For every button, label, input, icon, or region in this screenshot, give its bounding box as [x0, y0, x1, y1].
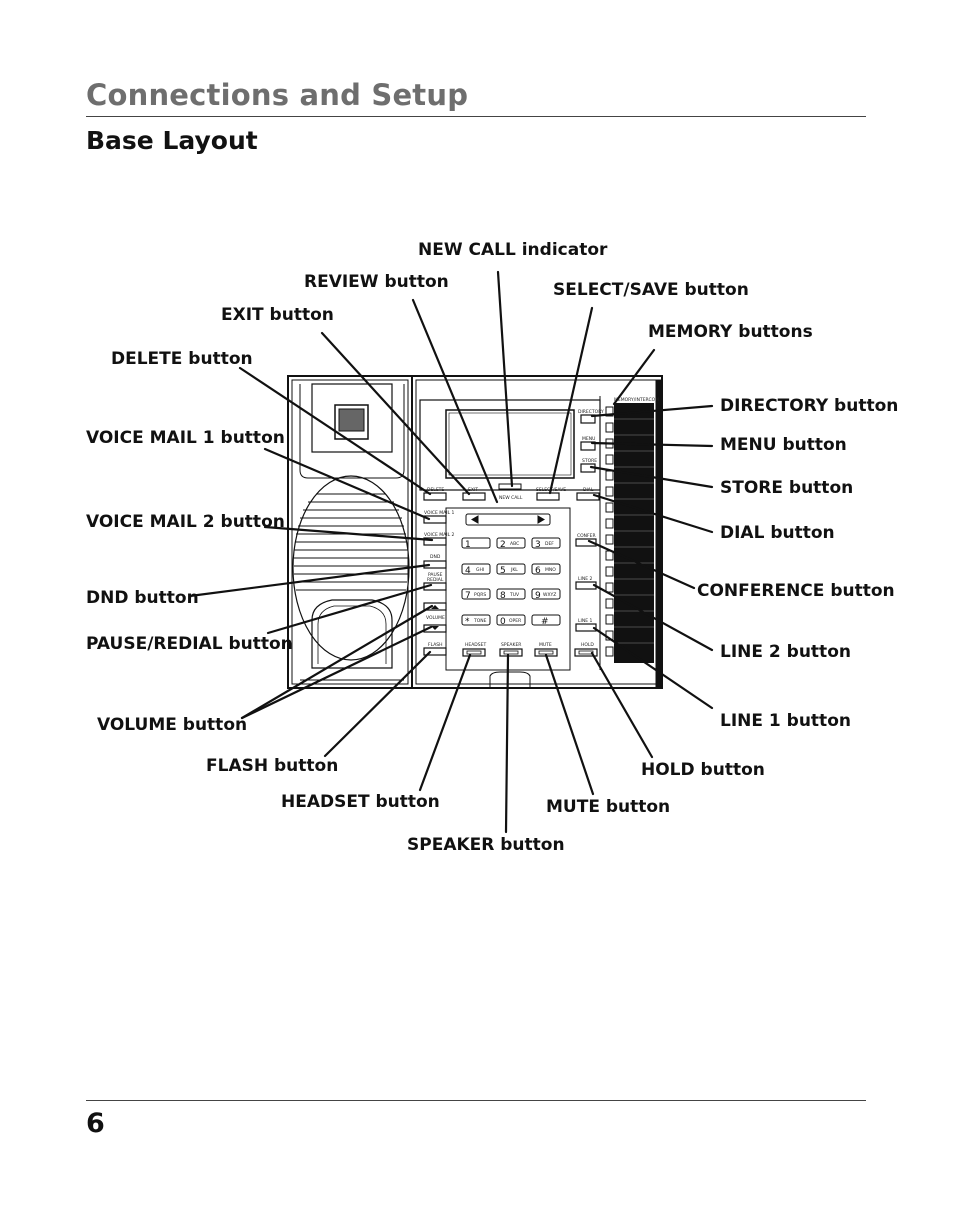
- key-6: 6: [535, 566, 541, 576]
- key-hash: #: [541, 617, 549, 627]
- phone-label-dial: DIAL: [583, 487, 594, 493]
- phone-label-line-2: LINE 2: [578, 576, 592, 582]
- label-voice-mail-1-button: VOICE MAIL 1 button: [86, 428, 285, 448]
- label-exit-button: EXIT button: [221, 305, 334, 325]
- key-5: 5: [500, 566, 506, 576]
- key-6-letters: MNO: [545, 567, 556, 573]
- label-delete-button: DELETE button: [111, 349, 253, 369]
- memory-strip: [614, 403, 654, 663]
- label-line-2-button: LINE 2 button: [720, 642, 851, 662]
- key-2-letters: ABC: [510, 541, 519, 547]
- label-dnd-button: DND button: [86, 588, 199, 608]
- key-2: 2: [500, 540, 506, 550]
- review-scroll-bar: [465, 513, 551, 526]
- label-flash-button: FLASH button: [206, 756, 339, 776]
- dial-keypad[interactable]: [461, 537, 561, 626]
- speaker-grille-icon: [294, 493, 408, 591]
- label-voice-mail-2-button: VOICE MAIL 2 button: [86, 512, 285, 532]
- phone-label-new-call: NEW CALL: [499, 495, 523, 501]
- phone-label-pause: PAUSE: [428, 572, 443, 578]
- label-store-button: STORE button: [720, 478, 854, 498]
- key-0: 0: [500, 617, 506, 627]
- callout-leader-lines: [188, 270, 714, 834]
- phone-label-speaker: SPEAKER: [501, 642, 521, 648]
- phone-label-volume: VOLUME: [426, 615, 445, 621]
- phone-label-exit: EXIT: [468, 487, 478, 493]
- label-hold-button: HOLD button: [641, 760, 765, 780]
- phone-label-voice-mail-1: VOICE MAIL 1: [424, 510, 455, 516]
- phone-label-directory: DIRECTORY: [578, 409, 604, 415]
- phone-label-delete: DELETE: [427, 487, 444, 493]
- top-softkeys[interactable]: [423, 492, 600, 501]
- label-menu-button: MENU button: [720, 435, 847, 455]
- key-0-letters: OPER: [509, 618, 521, 624]
- page-number: 6: [86, 1108, 105, 1139]
- label-pause-redial-button: PAUSE/REDIAL button: [86, 634, 293, 654]
- key-3-letters: DEF: [545, 541, 554, 547]
- label-select-save-button: SELECT/SAVE button: [553, 280, 749, 300]
- phone-label-store: STORE: [582, 458, 597, 464]
- label-speaker-button: SPEAKER button: [407, 835, 565, 855]
- phone-label-voice-mail-2: VOICE MAIL 2: [424, 532, 455, 538]
- page-title: Base Layout: [86, 126, 258, 155]
- key-9: 9: [535, 591, 541, 601]
- new-call-led: [498, 483, 522, 490]
- key-4: 4: [465, 566, 471, 576]
- key-1: 1: [465, 540, 471, 550]
- phone-label-confer: CONFER: [577, 533, 596, 539]
- label-volume-button: VOLUME button: [97, 715, 248, 735]
- key-8-letters: TUV: [509, 592, 520, 598]
- key-7: 7: [465, 591, 471, 601]
- key-4-letters: GHI: [476, 567, 484, 573]
- phone-body: [411, 375, 663, 689]
- phone-label-line-1: LINE 1: [578, 618, 592, 624]
- key-8: 8: [500, 591, 506, 601]
- label-headset-button: HEADSET button: [281, 792, 440, 812]
- key-5-letters: JKL: [510, 567, 518, 573]
- phone-label-memory-header: MEMORY/INTERCOM: [614, 397, 659, 403]
- header-rule: [86, 116, 866, 117]
- label-conference-button: CONFERENCE button: [697, 581, 895, 601]
- phone-label-flash: FLASH: [428, 642, 443, 648]
- key-star: *: [465, 617, 470, 627]
- phone-label-mute: MUTE: [539, 642, 552, 648]
- phone-label-menu: MENU: [582, 436, 595, 442]
- key-9-letters: WXYZ: [543, 592, 556, 598]
- key-7-letters: PQRS: [474, 592, 486, 598]
- handset-cradle: [287, 375, 413, 689]
- label-line-1-button: LINE 1 button: [720, 711, 851, 731]
- label-new-call-indicator: NEW CALL indicator: [418, 240, 608, 260]
- key-star-letters: TONE: [473, 618, 487, 624]
- key-3: 3: [535, 540, 541, 550]
- phone-label-dnd: DND: [430, 554, 441, 560]
- bottom-row-keys[interactable]: [462, 648, 598, 657]
- label-directory-button: DIRECTORY button: [720, 396, 899, 416]
- label-dial-button: DIAL button: [720, 523, 835, 543]
- label-memory-buttons: MEMORY buttons: [648, 322, 813, 342]
- phone-label-redial: REDIAL: [427, 577, 444, 583]
- label-mute-button: MUTE button: [546, 797, 671, 817]
- phone-label-headset: HEADSET: [465, 642, 486, 648]
- label-review-button: REVIEW button: [304, 272, 449, 292]
- phone-label-hold: HOLD: [581, 642, 594, 648]
- footer-rule: [86, 1100, 866, 1101]
- section-title: Connections and Setup: [86, 78, 469, 112]
- line-keys[interactable]: [575, 538, 597, 632]
